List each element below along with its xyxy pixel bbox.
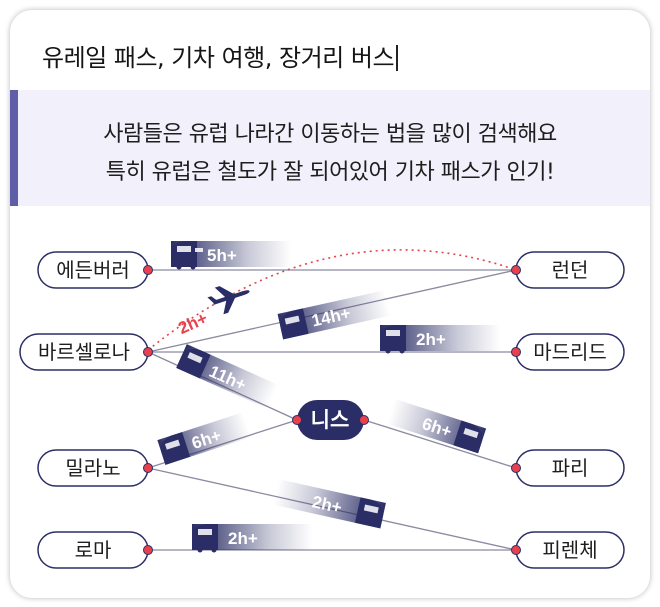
duration-label-edinburgh-london: 5h+ [207,246,237,265]
banner-accent-bar [10,90,18,206]
flight-path [147,249,517,351]
city-label-paris: 파리 [552,456,589,480]
city-node-barcelona: 바르셀로나 [19,333,153,371]
train-milan-florence: 2h+ [272,479,386,529]
train-barcelona-nice: 11h+ [176,344,279,409]
city-node-milan: 밀라노 [37,449,153,487]
city-label-florence: 피렌체 [542,538,597,562]
city-node-rome: 로마 [37,531,153,569]
city-node-madrid: 마드리드 [511,333,625,371]
duration-label-rome-florence: 2h+ [228,529,258,548]
train-barcelona-madrid: 2h+ [380,325,500,354]
city-label-edinburgh: 에든버러 [56,258,130,282]
city-node-paris: 파리 [511,449,625,487]
text-cursor [396,45,398,71]
city-node-london: 런던 [511,251,625,289]
city-node-edinburgh: 에든버러 [37,251,153,289]
city-label-london: 런던 [552,258,589,282]
duration-label-barcelona-madrid: 2h+ [416,330,446,349]
train-milan-nice: 6h+ [157,412,252,465]
city-label-nice: 니스 [311,408,350,432]
description-line-2: 특히 유럽은 철도가 잘 되어있어 기차 패스가 인기! [105,160,555,185]
duration-label-flight: 2h+ [175,309,210,338]
city-label-milan: 밀라노 [65,456,120,480]
train-edinburgh-london: 5h+ [171,241,291,270]
train-nice-paris: 6h+ [386,398,487,454]
route-nice-paris [363,419,517,469]
description-banner: 사람들은 유럽 나라간 이동하는 법을 많이 검색해요 특히 유럽은 철도가 잘… [10,90,650,206]
page-title: 유레일 패스, 기차 여행, 장거리 버스 [42,38,398,73]
airplane-icon [207,286,250,315]
train-barcelona-london: 14h+ [277,290,391,340]
city-label-madrid: 마드리드 [533,340,607,364]
description-line-1: 사람들은 유럽 나라간 이동하는 법을 많이 검색해요 [103,122,557,147]
city-node-nice-hub: 니스 [292,400,369,440]
city-label-rome: 로마 [75,538,112,562]
city-label-barcelona: 바르셀로나 [38,340,130,364]
train-rome-florence: 2h+ [192,524,312,553]
city-node-florence: 피렌체 [511,531,625,569]
